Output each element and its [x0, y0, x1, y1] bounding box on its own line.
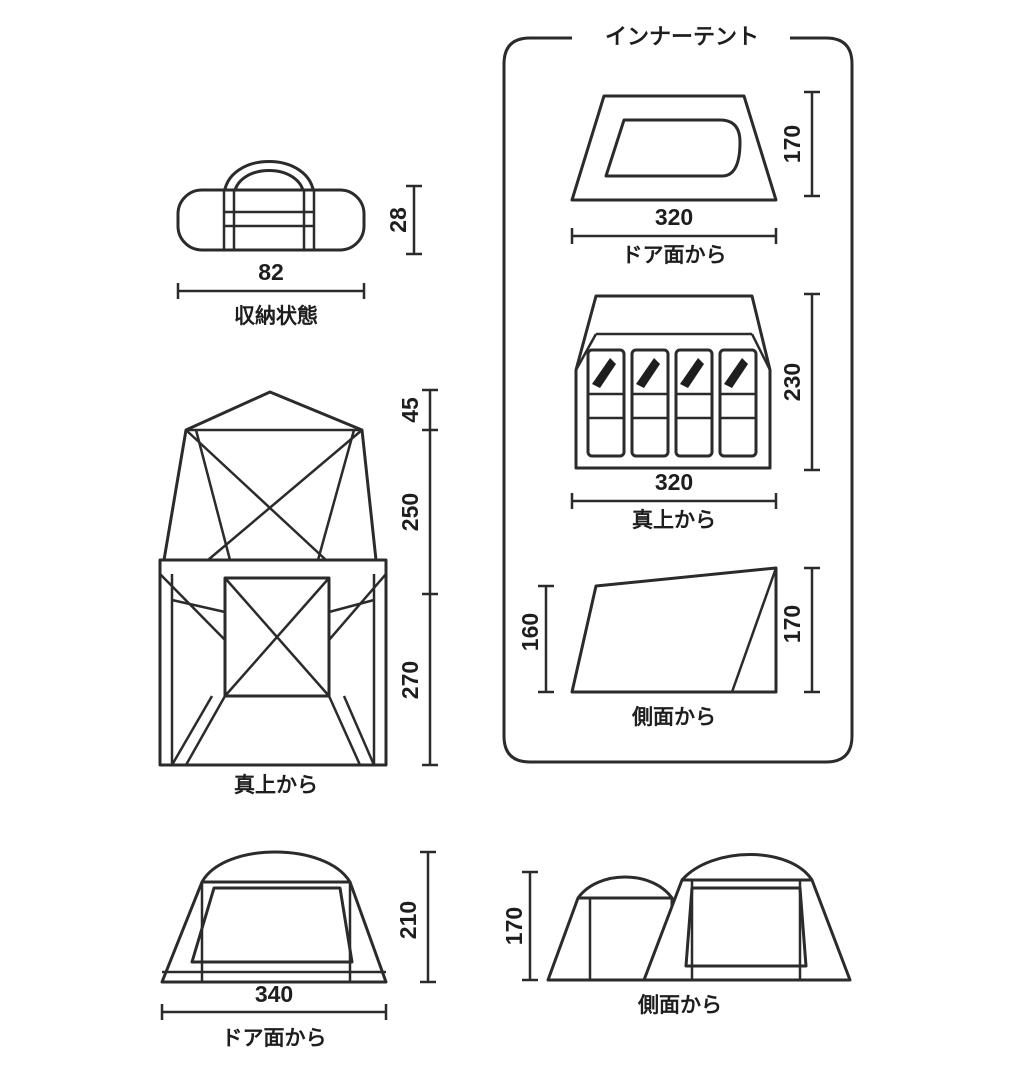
- tent-side-view: [546, 853, 852, 982]
- inner-side-left-label: 160: [517, 613, 543, 651]
- inner-door-height-dimension: 170: [779, 90, 820, 198]
- tent-top-view: [158, 390, 388, 767]
- inner-top-height-dimension: 230: [779, 292, 820, 472]
- side-view-caption: 側面から: [637, 993, 722, 1017]
- top-view-caption: 真上から: [234, 773, 318, 797]
- front-view-height-dimension: 210: [395, 850, 436, 984]
- inner-top-width-dimension: 320: [570, 469, 778, 509]
- bag-height-label: 28: [385, 207, 411, 233]
- side-view-height-dimension: 170: [501, 870, 538, 982]
- front-view-height-label: 210: [395, 901, 421, 939]
- inner-tent-panel: インナーテント 170 320 ドア面から: [502, 25, 854, 764]
- bag-height-dimension: 28: [385, 184, 422, 256]
- inner-door-caption: ドア面から: [622, 243, 727, 267]
- inner-tent-title: インナーテント: [605, 25, 759, 50]
- top-view-dim-250: 250: [397, 493, 423, 531]
- inner-top-height-label: 230: [779, 363, 805, 401]
- inner-tent-side-view: [570, 566, 778, 694]
- top-view-dim-45: 45: [397, 397, 423, 423]
- tent-front-view: [160, 850, 388, 984]
- inner-tent-door-view: [570, 94, 778, 202]
- inner-door-width-label: 320: [655, 204, 693, 230]
- inner-tent-top-view: [574, 294, 772, 470]
- inner-side-left-dimension: 160: [517, 584, 554, 694]
- inner-door-height-label: 170: [779, 125, 805, 163]
- bag-caption: 収納状態: [234, 304, 318, 328]
- storage-bag: [176, 160, 366, 252]
- inner-side-right-dimension: 170: [779, 566, 820, 694]
- bag-width-dimension: 82: [176, 259, 366, 299]
- inner-side-caption: 側面から: [631, 705, 716, 729]
- top-view-height-dimension: 45 250 270: [397, 388, 438, 767]
- side-view-height-label: 170: [501, 907, 527, 945]
- front-view-width-label: 340: [255, 981, 293, 1007]
- inner-top-width-label: 320: [655, 469, 693, 495]
- inner-door-width-dimension: 320: [570, 204, 778, 244]
- inner-side-right-label: 170: [779, 605, 805, 643]
- bag-width-label: 82: [258, 259, 284, 285]
- front-view-width-dimension: 340: [160, 981, 388, 1020]
- front-view-caption: ドア面から: [222, 1026, 327, 1050]
- top-view-dim-270: 270: [397, 661, 423, 699]
- sleeping-pads: [586, 348, 758, 458]
- inner-top-caption: 真上から: [632, 508, 716, 532]
